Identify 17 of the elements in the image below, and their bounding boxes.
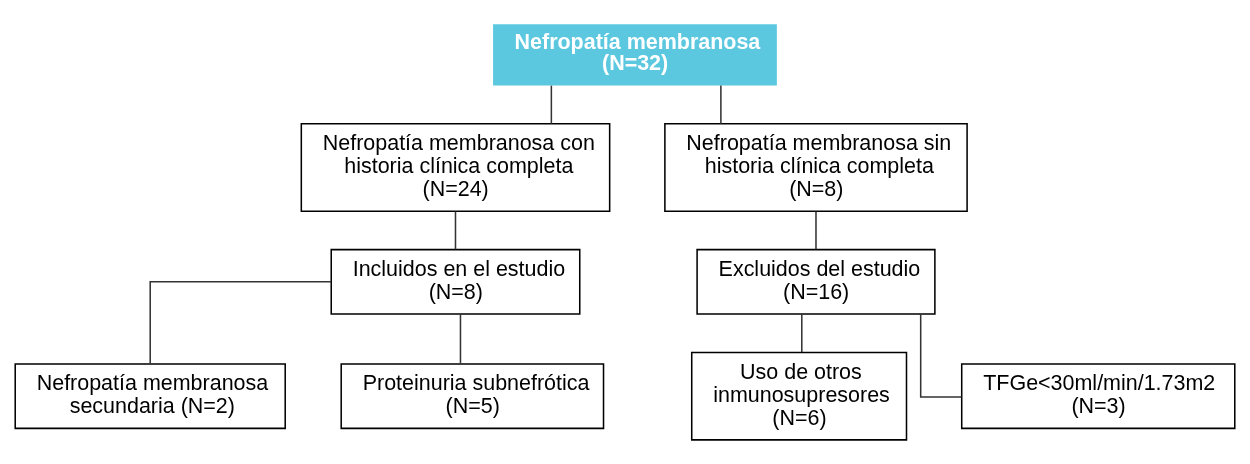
connector — [919, 313, 963, 398]
node-box: Uso de otros inmunosupresores (N=6) — [690, 351, 908, 441]
node-box: Nefropatía membranosa sin historia clínica completa (N=8) — [664, 123, 968, 213]
node-box: Incluidos en el estudio (N=8) — [330, 248, 581, 315]
connector — [801, 313, 803, 353]
node-box: Nefropatía membranosa (N=32) — [493, 24, 777, 86]
connector — [550, 84, 553, 125]
connector — [720, 84, 722, 125]
node-box: Nefropatía membranosa secundaria (N=2) — [14, 363, 286, 430]
connector — [459, 313, 462, 365]
node-box: Proteinuria subnefrótica (N=5) — [340, 363, 605, 430]
node-box: Nefropatía membranosa con historia clínica completa (N=24) — [300, 123, 611, 213]
connector — [149, 281, 332, 365]
node-box: Excluidos del estudio (N=16) — [696, 248, 936, 315]
connector — [454, 210, 457, 251]
connector — [815, 210, 817, 251]
node-box: TFGe<30ml/min/1.73m2 (N=3) — [960, 363, 1236, 430]
